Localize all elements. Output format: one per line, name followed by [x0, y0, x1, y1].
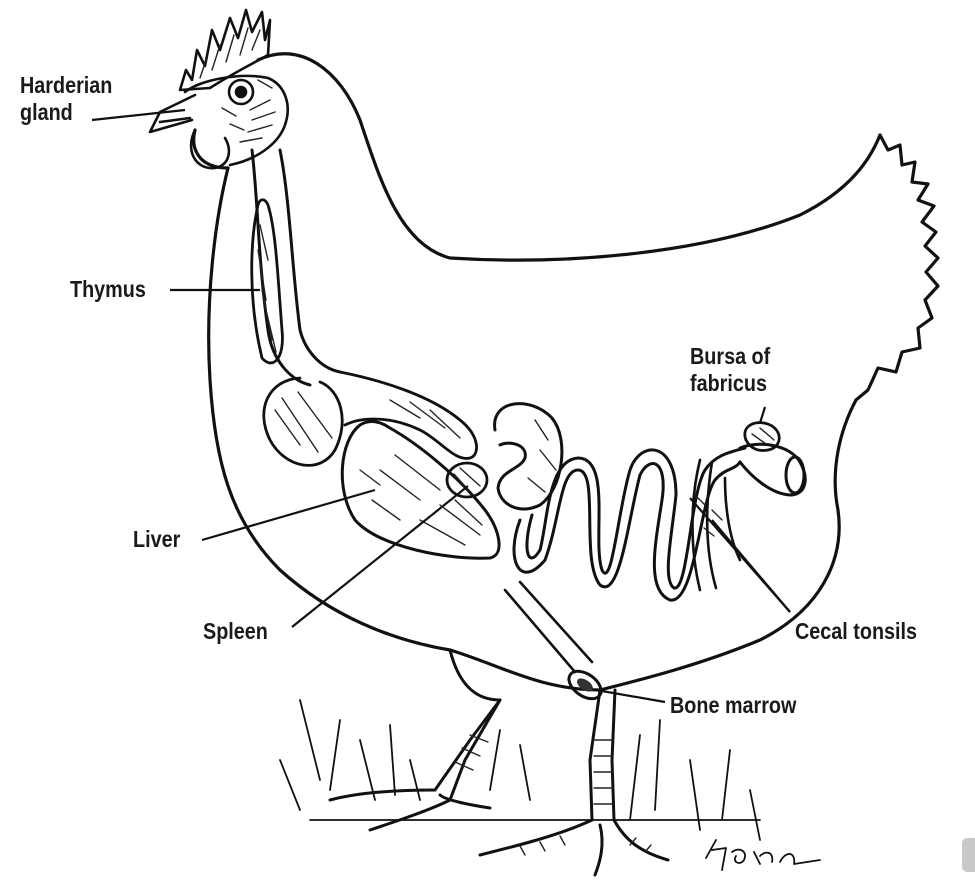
leg-scales — [455, 735, 651, 855]
label-spleen: Spleen — [203, 618, 268, 645]
label-liver: Liver — [133, 526, 180, 553]
label-bone-marrow: Bone marrow — [670, 692, 796, 719]
cloaca — [740, 444, 805, 495]
grass — [280, 700, 760, 840]
crop — [264, 378, 342, 465]
proventriculus — [340, 372, 477, 458]
label-bursa-line-2: fabricus — [690, 370, 770, 397]
spleen-organ — [447, 463, 487, 497]
artist-signature-mark — [706, 840, 820, 870]
legs — [330, 650, 668, 875]
head — [150, 76, 288, 168]
label-bursa-line-1: Bursa of — [690, 343, 770, 370]
comb-hatching — [200, 28, 260, 78]
corner-scrollbar-tab — [962, 838, 975, 872]
label-harderian-line-1: Harderian — [20, 72, 112, 99]
body-outline — [194, 54, 938, 690]
esophagus — [252, 150, 340, 385]
label-harderian-gland: Harderian gland — [20, 72, 112, 126]
thymus-organ — [252, 200, 283, 363]
bursa-organ — [745, 423, 779, 451]
label-bursa-of-fabricus: Bursa of fabricus — [690, 343, 770, 397]
label-harderian-line-2: gland — [20, 99, 112, 126]
label-cecal-tonsils: Cecal tonsils — [795, 618, 917, 645]
label-thymus: Thymus — [70, 276, 146, 303]
